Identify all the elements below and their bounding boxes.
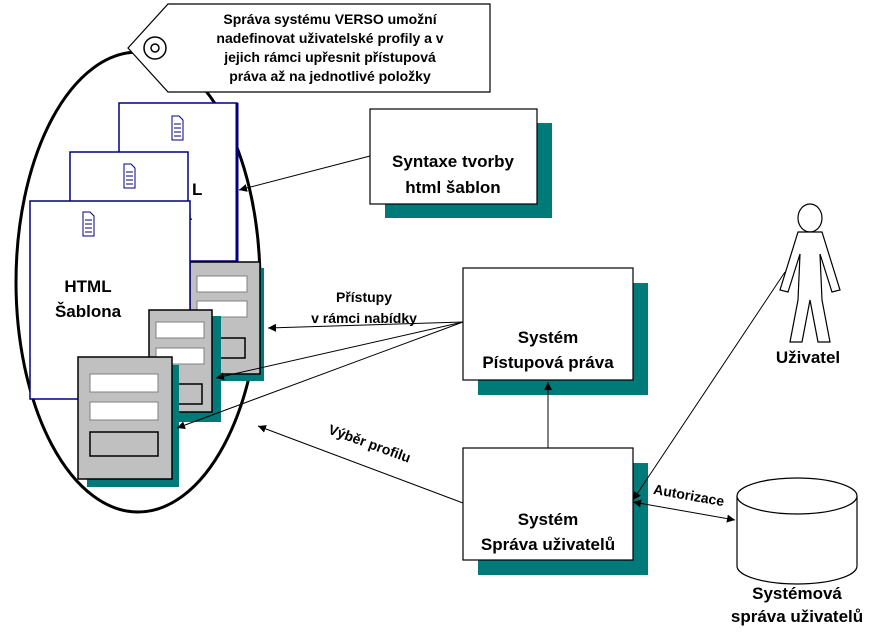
authorization-label: Autorizace — [652, 481, 725, 509]
arrow-access-to-form-middle — [215, 321, 464, 381]
template-back-fragment-1: L — [192, 180, 202, 199]
user-figure-icon — [779, 203, 841, 343]
database-label-line-1: Systémová — [752, 584, 842, 603]
template-front-title-1: HTML — [64, 277, 111, 296]
database-label-line-2: správa uživatelů — [731, 607, 863, 626]
user-database-icon — [736, 477, 858, 585]
access-rights-box-line-2: Pístupová práva — [482, 353, 614, 372]
note-line-4: práva až na jednotlivé položky — [229, 68, 431, 84]
arrow-authorization — [632, 499, 736, 523]
menu-access-label-2: v rámci nabídky — [311, 310, 417, 326]
syntax-box — [369, 108, 552, 218]
document-icon — [82, 211, 95, 237]
user-management-box — [462, 447, 648, 575]
profile-selection-label: Výběr profilu — [326, 421, 413, 466]
arrow-users-to-template-group — [257, 425, 464, 504]
user-management-box-line-1: Systém — [518, 510, 578, 529]
arrow-syntax-to-templates — [238, 155, 371, 192]
menu-access-label-1: Přístupy — [336, 289, 392, 305]
document-icon — [171, 115, 184, 141]
note-line-3: jejich rámci upřesnit přístupová — [223, 49, 436, 65]
arrow-user-to-users-system — [632, 271, 786, 501]
user-label: Uživatel — [776, 348, 840, 367]
syntax-box-line-1: Syntaxe tvorby — [392, 152, 514, 171]
access-rights-box — [462, 267, 648, 395]
note-line-1: Správa systému VERSO umožní — [223, 11, 437, 27]
user-management-box-line-2: Správa uživatelů — [481, 535, 615, 554]
note-tag — [127, 3, 491, 93]
syntax-box-line-2: html šablon — [405, 178, 500, 197]
access-rights-box-line-1: Systém — [518, 328, 578, 347]
document-icon — [123, 163, 136, 189]
template-front-title-2: Šablona — [55, 302, 122, 321]
form-panel-front — [77, 356, 179, 487]
note-line-2: nadefinovat uživatelské profily a v — [216, 30, 443, 46]
arrow-access-to-form-back — [267, 321, 464, 332]
arrow-access-to-form-front — [176, 321, 464, 429]
